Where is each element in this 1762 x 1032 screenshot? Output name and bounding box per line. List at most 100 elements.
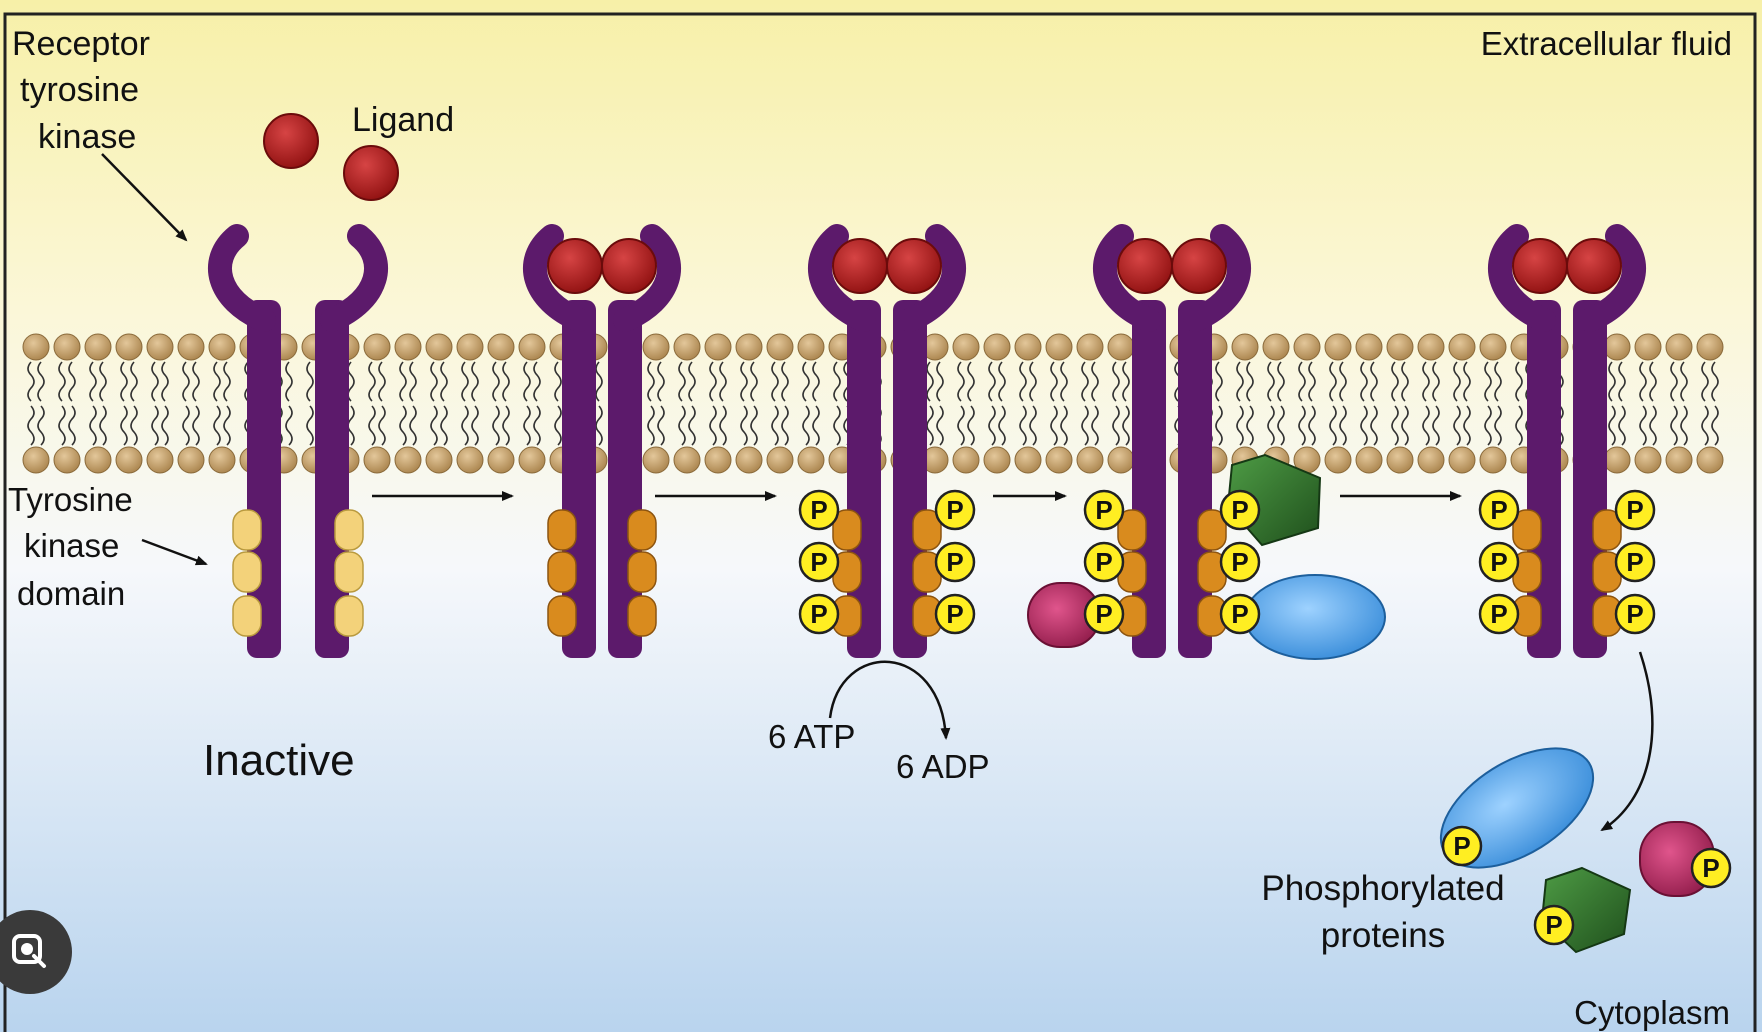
lipid-tail [936, 405, 944, 446]
lipid-tail [1360, 405, 1368, 446]
lipid-head [115, 446, 143, 474]
lipid-tail [182, 361, 190, 402]
lipid-tail [399, 405, 407, 446]
lipid-head [1355, 333, 1383, 361]
phosphate-circle [934, 489, 976, 531]
phosphate-label: P [1490, 495, 1507, 525]
lipid-head [456, 446, 484, 474]
lipid-tail [68, 361, 76, 402]
lipid-tail [967, 405, 975, 446]
phosphate-label: P [810, 599, 827, 629]
blue-protein-bound [1244, 574, 1386, 660]
lipid-tail [161, 405, 169, 446]
lipid-tail [533, 405, 541, 446]
phosphate-group: P [1083, 489, 1125, 531]
phosphate-group: P [1478, 593, 1520, 635]
lipid-tail [554, 405, 562, 446]
release-arrow [1600, 651, 1654, 832]
phosphate-circle [1478, 541, 1520, 583]
ligand-label: Ligand [352, 101, 454, 139]
lipid-head [1479, 446, 1507, 474]
lipid-tail [1391, 361, 1399, 402]
phosphate-label: P [1095, 495, 1112, 525]
receptor-label: kinase [38, 118, 136, 156]
receptor-group [208, 224, 1646, 658]
phosphate-circle [1083, 489, 1125, 531]
lipid-head [487, 446, 515, 474]
phosphate-label: P [1626, 495, 1643, 525]
lipid-tail [750, 405, 758, 446]
lipid-head [1603, 333, 1631, 361]
receptor-arm [1578, 224, 1646, 332]
kinase-domain [334, 595, 364, 637]
lipid-tail [440, 361, 448, 402]
lipid-head [456, 333, 484, 361]
lipid-head [146, 333, 174, 361]
lipid-tail [1360, 361, 1368, 402]
lipid-tail [182, 405, 190, 446]
lipid-head [84, 446, 112, 474]
lipid-head [983, 333, 1011, 361]
lipid-tail [1515, 361, 1523, 402]
lipid-tail [657, 405, 665, 446]
lipid-tail [120, 405, 128, 446]
lipid-tail [1401, 361, 1409, 402]
phosphate-label: P [1231, 495, 1248, 525]
domain-label: Tyrosine [8, 481, 133, 518]
kinase-domain [547, 595, 577, 637]
lipid-tail [399, 361, 407, 402]
phosphate-group: P [1614, 489, 1656, 531]
kinase-domain [1592, 509, 1622, 551]
phosphate-circle [1441, 825, 1483, 867]
lipid-tail [1019, 405, 1027, 446]
lipid-tail [378, 405, 386, 446]
lipid-tail [27, 361, 35, 402]
lipid-head [518, 446, 546, 474]
lipid-tail [120, 361, 128, 402]
phosphate-circle [798, 489, 840, 531]
lipid-tail [1215, 361, 1223, 402]
phosphate-group: P [798, 489, 840, 531]
lipid-tail [192, 361, 200, 402]
phosphate-circle [1083, 593, 1125, 635]
lipid-tail [1649, 361, 1657, 402]
bound-ligand [1566, 238, 1622, 294]
lipid-head [1076, 333, 1104, 361]
phosphate-group: P [1441, 825, 1483, 867]
lipid-tail [998, 361, 1006, 402]
lipid-tail [151, 361, 159, 402]
kinase-domain [1197, 509, 1227, 551]
phosphate-label: P [1490, 547, 1507, 577]
ligand-molecule [263, 113, 319, 169]
kinase-domain [232, 509, 262, 551]
diagram-frame [3, 12, 1757, 1032]
adp-label: 6 ADP [896, 748, 990, 785]
receptor-arm [1093, 224, 1161, 332]
bound-proteins [1027, 453, 1386, 660]
google-lens-icon[interactable] [0, 910, 72, 994]
lipid-tail [709, 405, 717, 446]
phosphate-circle [934, 593, 976, 635]
lipid-tail [99, 361, 107, 402]
phosphate-group: P [934, 541, 976, 583]
phosphate-circle [1614, 593, 1656, 635]
lipid-tail [1711, 361, 1719, 402]
lipid-head [518, 333, 546, 361]
lipid-tail [523, 361, 531, 402]
lipid-tail [306, 361, 314, 402]
lipid-tail [440, 405, 448, 446]
lipid-tail [1329, 405, 1337, 446]
lipid-head [673, 333, 701, 361]
lipid-tail [1029, 405, 1037, 446]
receptor-arm [808, 224, 876, 332]
lipid-tail [719, 361, 727, 402]
lipid-tail [647, 361, 655, 402]
phosphate-circle [1533, 904, 1575, 946]
step-arrows [101, 153, 1654, 832]
lipid-tail [1215, 405, 1223, 446]
lipid-tail [678, 361, 686, 402]
kinase-domain [627, 595, 657, 637]
kinase-domain [334, 551, 364, 593]
phosphate-label: P [1095, 547, 1112, 577]
